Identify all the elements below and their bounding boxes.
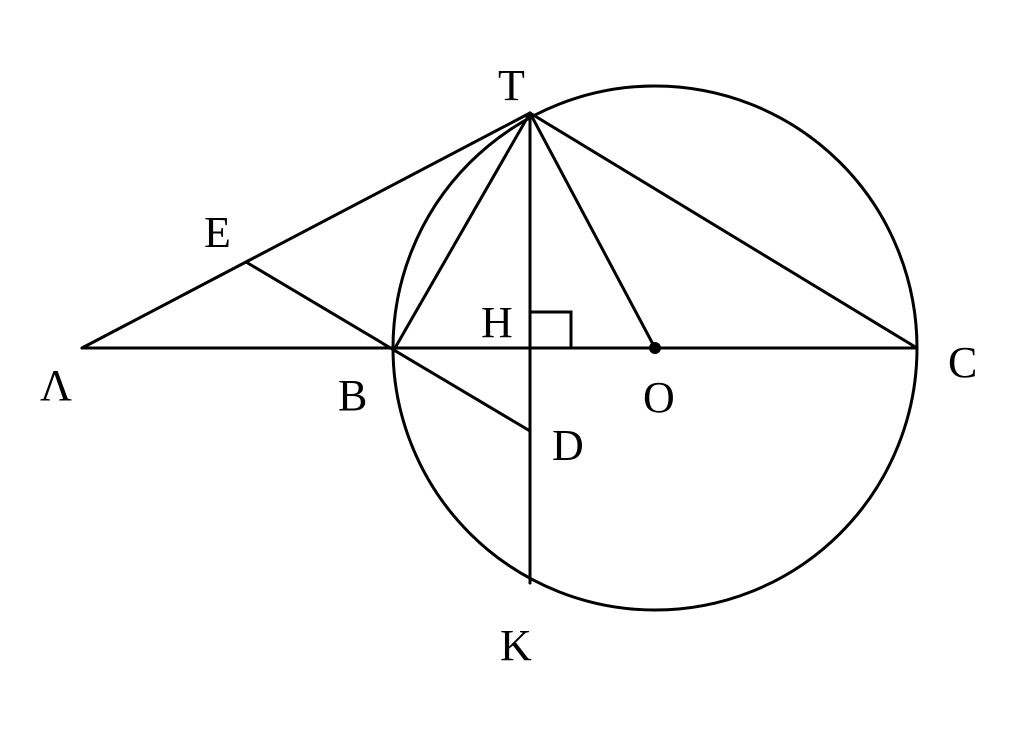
point-o: [649, 342, 661, 354]
label-h: H: [481, 298, 513, 347]
segment-tc: [528, 111, 919, 350]
segment-at: [80, 111, 532, 350]
label-b: B: [338, 371, 367, 420]
label-o: O: [643, 373, 675, 422]
segment-tb: [393, 111, 532, 350]
segment-ed: [244, 260, 532, 433]
label-a: Λ: [40, 361, 72, 410]
label-e: E: [204, 208, 231, 257]
label-d: D: [552, 421, 584, 470]
label-k: K: [500, 621, 532, 670]
segment-to: [528, 111, 657, 350]
label-c: C: [948, 338, 977, 387]
label-t: T: [498, 61, 525, 110]
right-angle-marker-h: [528, 310, 573, 350]
